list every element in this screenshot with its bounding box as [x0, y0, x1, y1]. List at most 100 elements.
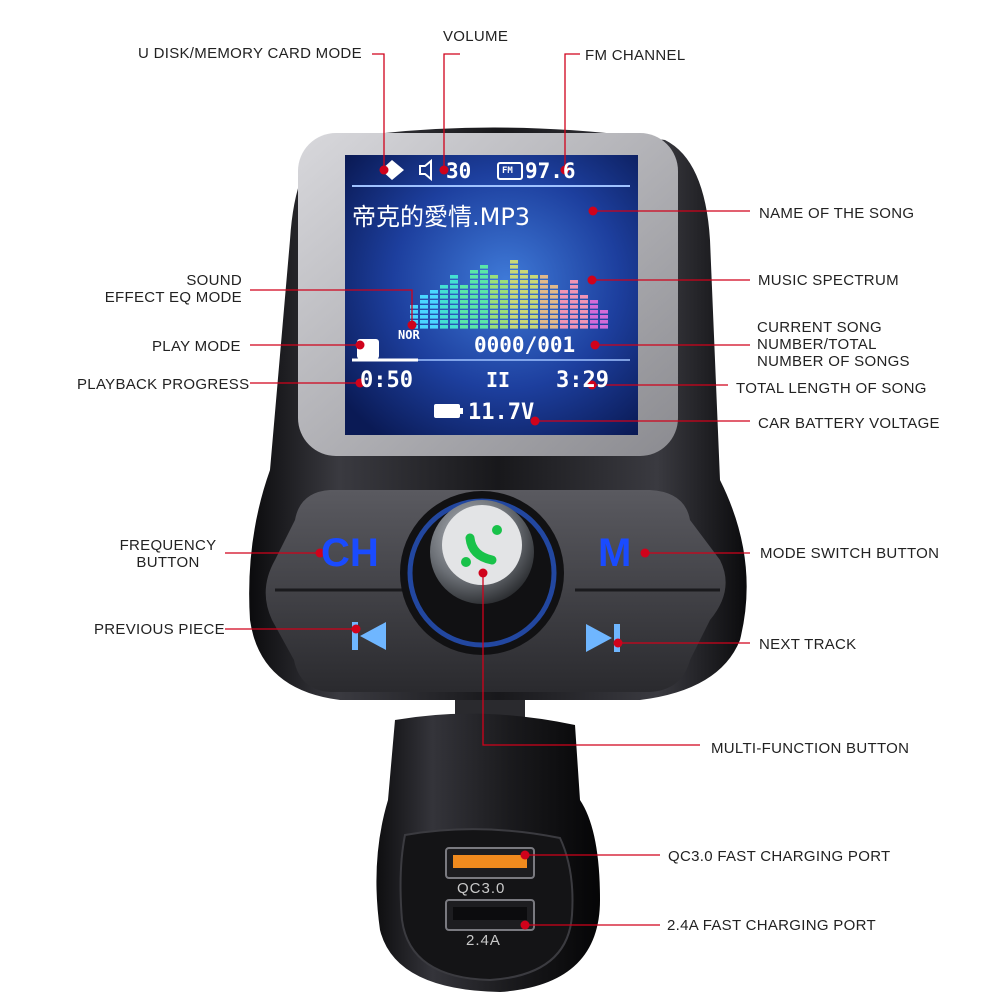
radio-icon: [497, 162, 523, 180]
spectrum-bar-segment: [410, 310, 418, 314]
spectrum-bar-segment: [540, 315, 548, 319]
u-disk-icon: [381, 160, 404, 180]
spectrum-bar-segment: [590, 300, 598, 304]
spectrum-bar-segment: [530, 295, 538, 299]
spectrum-bar-segment: [510, 275, 518, 279]
spectrum-bar-segment: [420, 300, 428, 304]
spectrum-bar-segment: [510, 285, 518, 289]
spectrum-bar-segment: [520, 270, 528, 274]
spectrum-bar-segment: [450, 300, 458, 304]
screen-battery: 11.7V: [468, 400, 535, 425]
spectrum-bar-segment: [520, 290, 528, 294]
song-name-label: NAME OF THE SONG: [759, 205, 915, 222]
spectrum-bar-segment: [550, 315, 558, 319]
spectrum-bar-segment: [510, 270, 518, 274]
spectrum-bar-segment: [480, 270, 488, 274]
spectrum-bar-segment: [460, 320, 468, 324]
spectrum-bar-segment: [420, 315, 428, 319]
previous-icon[interactable]: [352, 622, 386, 650]
spectrum-bar-segment: [470, 325, 478, 329]
spectrum-bar-segment: [530, 280, 538, 284]
volume-dot: [439, 165, 449, 175]
song-number-label: CURRENT SONG NUMBER/TOTAL NUMBER OF SONG…: [757, 319, 910, 370]
volume-label: VOLUME: [443, 28, 509, 45]
spectrum-bar-segment: [600, 315, 608, 319]
frequency-dot: [315, 548, 325, 558]
spectrum-bar-segment: [470, 305, 478, 309]
spectrum-bar-segment: [490, 280, 498, 284]
spectrum-bar-segment: [460, 295, 468, 299]
spectrum-bar-segment: [570, 285, 578, 289]
frequency-label-line2: BUTTON: [136, 554, 200, 571]
std-dot: [520, 920, 530, 930]
spectrum-bar-segment: [520, 310, 528, 314]
spectrum-bar-segment: [600, 320, 608, 324]
spectrum-bar-segment: [440, 295, 448, 299]
song-number-label-line2: NUMBER/TOTAL: [757, 336, 877, 353]
spectrum-bar-segment: [440, 300, 448, 304]
spectrum-bar-segment: [480, 285, 488, 289]
spectrum-bar-segment: [470, 275, 478, 279]
spectrum-bar-segment: [450, 295, 458, 299]
volume-callout-line: [443, 53, 460, 170]
spectrum-bar-segment: [570, 300, 578, 304]
screen-total: 3:29: [556, 368, 609, 393]
spectrum-bar-segment: [600, 325, 608, 329]
ch-button[interactable]: CH: [321, 531, 379, 575]
qc-port-label: QC3.0: [457, 880, 506, 897]
spectrum-bar-segment: [540, 305, 548, 309]
u-disk-dot: [379, 165, 389, 175]
spectrum-bar-segment: [580, 295, 588, 299]
spectrum-bar-segment: [460, 290, 468, 294]
spectrum-bar-segment: [530, 300, 538, 304]
total-length-label: TOTAL LENGTH OF SONG: [736, 380, 927, 397]
spectrum-bar-segment: [510, 315, 518, 319]
spectrum-bar-segment: [550, 295, 558, 299]
phone-icon-mouthpiece: [461, 557, 471, 567]
spectrum-bar-segment: [500, 310, 508, 314]
multi-function-callout-line: [482, 573, 700, 746]
spectrum-bar-segment: [490, 275, 498, 279]
sound-eq-label-line2: EFFECT EQ MODE: [104, 289, 242, 306]
previous-dot: [351, 624, 361, 634]
std-port-tongue: [453, 907, 527, 920]
spectrum-bar-segment: [530, 320, 538, 324]
phone-icon-earpiece: [492, 525, 502, 535]
eq-dot: [407, 320, 417, 330]
spectrum-bar-segment: [520, 305, 528, 309]
m-button[interactable]: M: [598, 531, 632, 575]
spectrum-bar-segment: [430, 290, 438, 294]
spectrum-bar-segment: [520, 300, 528, 304]
spectrum-bar-segment: [500, 315, 508, 319]
spectrum-bar-segment: [410, 315, 418, 319]
screen-track-counter: 0000/001: [474, 333, 576, 357]
next-dot: [613, 638, 623, 648]
spectrum-bar-segment: [450, 285, 458, 289]
spectrum-bar-segment: [590, 305, 598, 309]
std-port-label: 2.4A: [466, 932, 501, 949]
music-spectrum: [410, 260, 608, 329]
spectrum-bar-segment: [500, 285, 508, 289]
screen-fm-frequency: 97.6: [525, 159, 576, 183]
spectrum-bar-segment: [460, 315, 468, 319]
spectrum-bar-segment: [470, 280, 478, 284]
spectrum-bar-segment: [560, 325, 568, 329]
spectrum-bar-segment: [520, 315, 528, 319]
spectrum-bar-segment: [430, 295, 438, 299]
spectrum-bar-segment: [540, 295, 548, 299]
spectrum-bar-segment: [490, 305, 498, 309]
spectrum-bar-segment: [440, 310, 448, 314]
eq-callout-line: [250, 289, 413, 325]
spectrum-bar-segment: [480, 320, 488, 324]
next-icon[interactable]: [586, 624, 620, 652]
spectrum-bar-segment: [570, 315, 578, 319]
spectrum-bar-segment: [530, 305, 538, 309]
spectrum-bar-segment: [470, 310, 478, 314]
spectrum-bar-segment: [550, 325, 558, 329]
battery-icon: [434, 404, 463, 418]
spectrum-bar-segment: [540, 275, 548, 279]
spectrum-bar-segment: [560, 295, 568, 299]
spectrum-bar-segment: [520, 295, 528, 299]
spectrum-bar-segment: [490, 315, 498, 319]
